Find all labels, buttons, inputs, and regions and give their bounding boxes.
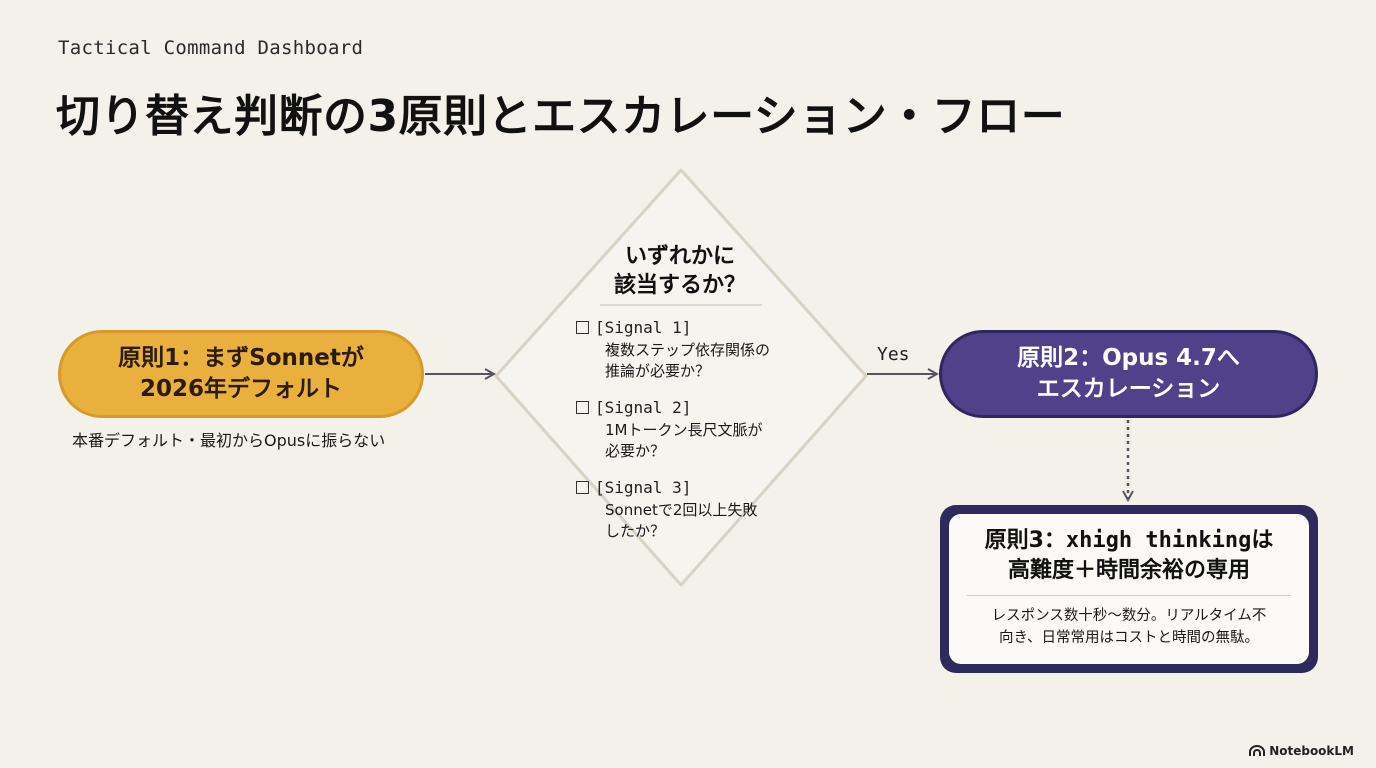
- principle3-divider: [967, 595, 1291, 596]
- decision-line2: 該当するか？: [613, 273, 746, 298]
- signal-desc-line2: 推論が必要か？: [605, 362, 711, 380]
- signal-tag: [Signal 1]: [595, 318, 692, 337]
- decision-line1: いずれかに: [624, 244, 735, 269]
- signal-desc-line1: 複数ステップ依存関係の: [605, 341, 771, 359]
- checkbox-icon: [576, 401, 589, 414]
- principle2-node: 原則2：Opus 4.7へ エスカレーション: [939, 330, 1318, 418]
- yes-label: Yes: [877, 344, 910, 365]
- brand-text: NotebookLM: [1269, 744, 1354, 758]
- principle3-body-line1: レスポンス数十秒〜数分。リアルタイム不: [991, 608, 1267, 624]
- principle3-card: 原則3：xhigh thinkingは 高難度＋時間余裕の専用 レスポンス数十秒…: [940, 505, 1318, 673]
- signal-2: [Signal 2] 1Mトークン長尺文脈が 必要か？: [576, 398, 826, 462]
- principle1-line2: 2026年デフォルト: [139, 376, 342, 402]
- signal-tag: [Signal 2]: [595, 398, 692, 417]
- principle1-note: 本番デフォルト・最初からOpusに振らない: [72, 431, 386, 450]
- principle3-title-line2: 高難度＋時間余裕の専用: [1007, 558, 1250, 583]
- decision-question: いずれかに 該当するか？: [580, 242, 780, 300]
- checkbox-icon: [576, 481, 589, 494]
- signal-desc-line1: Sonnetで2回以上失敗: [605, 501, 758, 519]
- principle1-line1: 原則1：まずSonnetが: [118, 345, 364, 371]
- signal-desc-line2: したか？: [605, 522, 666, 540]
- principle3-title-prefix: 原則3：: [984, 528, 1066, 553]
- principle3-body: レスポンス数十秒〜数分。リアルタイム不 向き、日常常用はコストと時間の無駄。: [959, 605, 1299, 649]
- signal-tag: [Signal 3]: [595, 478, 692, 497]
- principle3-body-line2: 向き、日常常用はコストと時間の無駄。: [999, 630, 1259, 646]
- principle3-title-mono: xhigh thinking: [1065, 528, 1252, 553]
- signal-desc-line1: 1Mトークン長尺文脈が: [605, 421, 763, 439]
- principle2-line2: エスカレーション: [1036, 376, 1221, 402]
- signal-1: [Signal 1] 複数ステップ依存関係の 推論が必要か？: [576, 318, 826, 382]
- page-title: 切り替え判断の3原則とエスカレーション・フロー: [56, 91, 1066, 142]
- signal-3: [Signal 3] Sonnetで2回以上失敗 したか？: [576, 478, 826, 542]
- principle3-title: 原則3：xhigh thinkingは 高難度＋時間余裕の専用: [959, 526, 1299, 586]
- decision-diamond: [494, 168, 868, 587]
- checkbox-icon: [576, 321, 589, 334]
- kicker: Tactical Command Dashboard: [58, 37, 364, 59]
- principle3-title-suffix: は: [1251, 528, 1274, 553]
- principle2-line1: 原則2：Opus 4.7へ: [1017, 345, 1240, 371]
- principle1-node: 原則1：まずSonnetが 2026年デフォルト: [58, 330, 424, 418]
- signal-desc-line2: 必要か？: [605, 442, 666, 460]
- brand-logo: NotebookLM: [1249, 744, 1354, 758]
- notebooklm-icon: [1249, 745, 1266, 756]
